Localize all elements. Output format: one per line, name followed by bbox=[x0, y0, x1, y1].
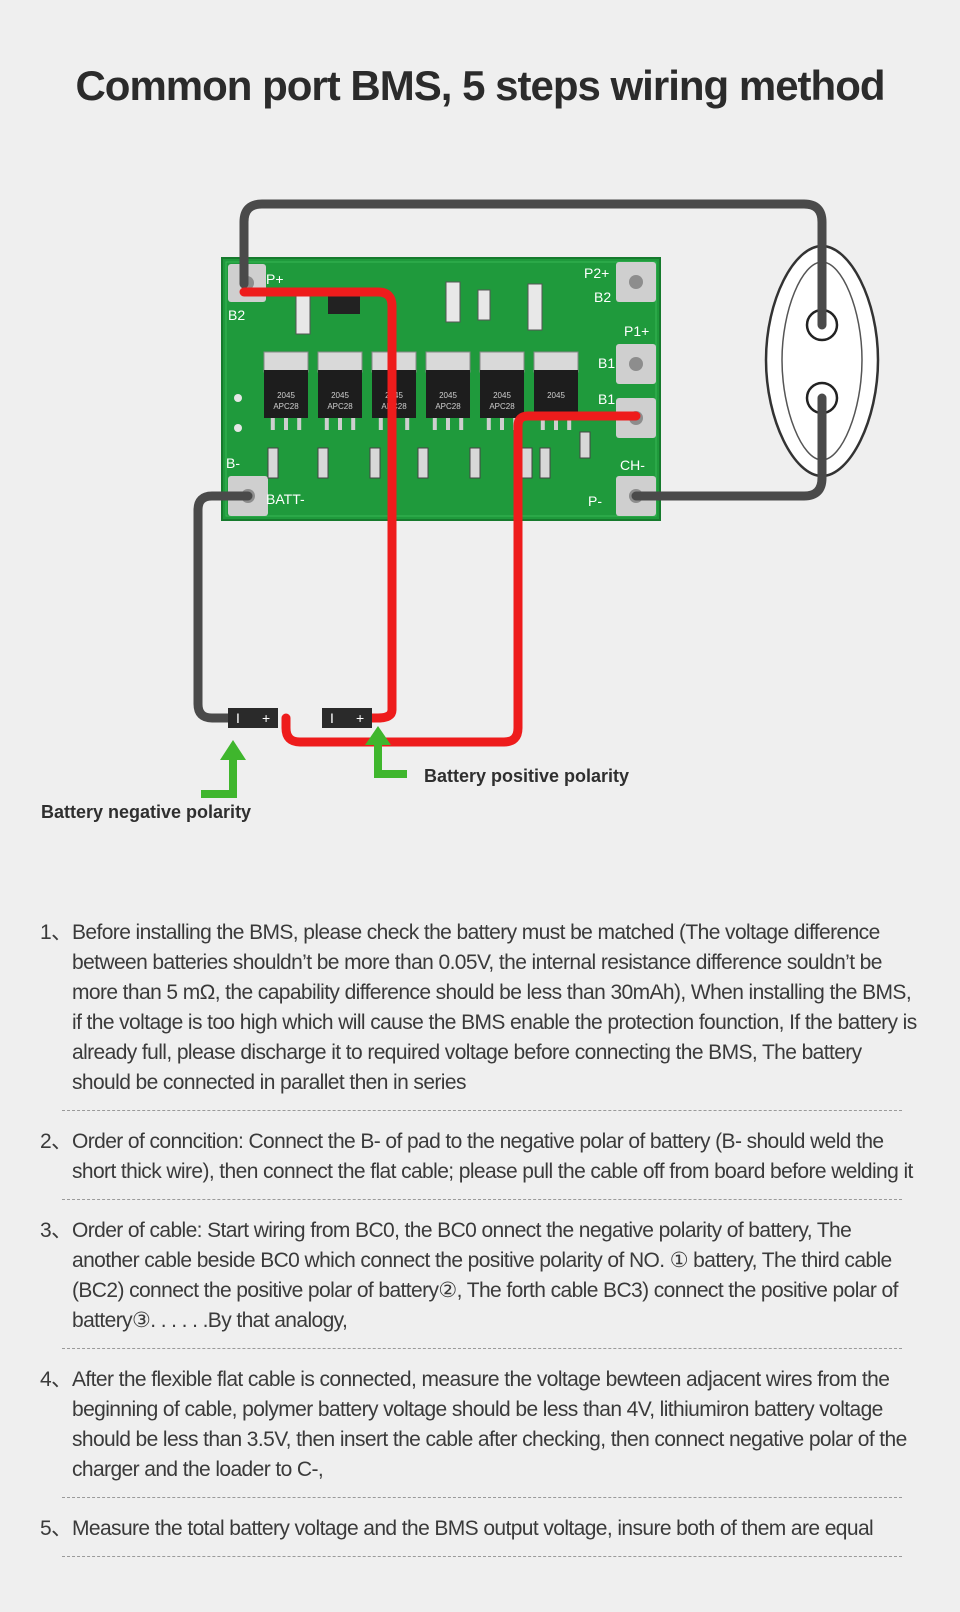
step-text: Order of cable: Start wiring from BC0, t… bbox=[72, 1219, 898, 1332]
step-number: 1、 bbox=[40, 921, 72, 944]
mosfet-chip-label: 2045 bbox=[493, 391, 511, 400]
mosfet-chip-label: APC28 bbox=[273, 402, 299, 411]
step-number: 5、 bbox=[40, 1517, 72, 1540]
label-b2-left: B2 bbox=[228, 307, 245, 323]
bms-board: 2045APC282045APC282045APC282045APC282045… bbox=[221, 257, 661, 521]
divider bbox=[62, 1110, 902, 1111]
divider bbox=[62, 1497, 902, 1498]
wire-gray-top bbox=[239, 199, 827, 330]
step-number: 4、 bbox=[40, 1368, 72, 1391]
step-text: Measure the total battery voltage and th… bbox=[72, 1517, 874, 1540]
wire-red-b2 bbox=[239, 287, 397, 723]
arrow-negative-icon bbox=[201, 740, 246, 798]
step-number: 2、 bbox=[40, 1130, 72, 1153]
battery-pos-plus-sign: + bbox=[356, 710, 364, 726]
mosfet-chip-label: 2045 bbox=[439, 391, 457, 400]
label-p1-plus: P1+ bbox=[624, 323, 649, 339]
mosfet-chip-label: 2045 bbox=[331, 391, 349, 400]
arrow-positive-icon bbox=[365, 726, 407, 778]
step-text: Before installing the BMS, please check … bbox=[72, 921, 917, 1094]
battery-negative: I + bbox=[228, 708, 278, 728]
mosfet-chip-label: 2045 bbox=[547, 391, 565, 400]
caption-negative-polarity: Battery negative polarity bbox=[41, 802, 252, 822]
label-p-plus-left: P+ bbox=[266, 271, 284, 287]
label-p-minus: P- bbox=[588, 493, 602, 509]
mosfet-row: 2045APC282045APC282045APC282045APC282045… bbox=[263, 351, 579, 430]
steps-list: 1、 Before installing the BMS, please che… bbox=[40, 918, 920, 1573]
label-b-minus: B- bbox=[226, 455, 240, 471]
wire-gray-left bbox=[193, 491, 253, 723]
mosfet-chip-label: APC28 bbox=[435, 402, 461, 411]
label-batt-minus: BATT- bbox=[266, 491, 305, 507]
step-number: 3、 bbox=[40, 1219, 72, 1242]
step-text: After the flexible flat cable is connect… bbox=[72, 1368, 907, 1481]
label-p2-plus: P2+ bbox=[584, 265, 609, 281]
battery-pos-minus-sign: I bbox=[330, 710, 334, 726]
mosfet-chip-label: APC28 bbox=[489, 402, 515, 411]
label-b1-b: B1 bbox=[598, 391, 615, 407]
caption-positive-polarity: Battery positive polarity bbox=[424, 766, 630, 786]
label-ch-minus: CH- bbox=[620, 457, 645, 473]
battery-neg-plus-sign: + bbox=[262, 710, 270, 726]
label-b2-right: B2 bbox=[594, 289, 611, 305]
wiring-diagram: 2045APC282045APC282045APC282045APC282045… bbox=[193, 199, 880, 798]
mosfet-chip-label: APC28 bbox=[327, 402, 353, 411]
wire-red-b1 bbox=[281, 411, 641, 747]
step-5: 5、 Measure the total battery voltage and… bbox=[40, 1514, 920, 1544]
label-b1-a: B1 bbox=[598, 355, 615, 371]
mosfet-chip-label: 2045 bbox=[277, 391, 295, 400]
page-title: Common port BMS, 5 steps wiring method bbox=[75, 62, 885, 109]
step-3: 3、 Order of cable: Start wiring from BC0… bbox=[40, 1216, 920, 1336]
mosfet-chip: 2045 bbox=[533, 351, 579, 430]
wire-gray-right bbox=[631, 393, 827, 501]
step-1: 1、 Before installing the BMS, please che… bbox=[40, 918, 920, 1098]
battery-positive: I + bbox=[322, 708, 372, 728]
step-text: Order of conncition: Connect the B- of p… bbox=[72, 1130, 913, 1183]
step-4: 4、 After the flexible flat cable is conn… bbox=[40, 1365, 920, 1485]
divider bbox=[62, 1556, 902, 1557]
step-2: 2、 Order of conncition: Connect the B- o… bbox=[40, 1127, 920, 1187]
divider bbox=[62, 1199, 902, 1200]
divider bbox=[62, 1348, 902, 1349]
battery-neg-minus-sign: I bbox=[236, 710, 240, 726]
